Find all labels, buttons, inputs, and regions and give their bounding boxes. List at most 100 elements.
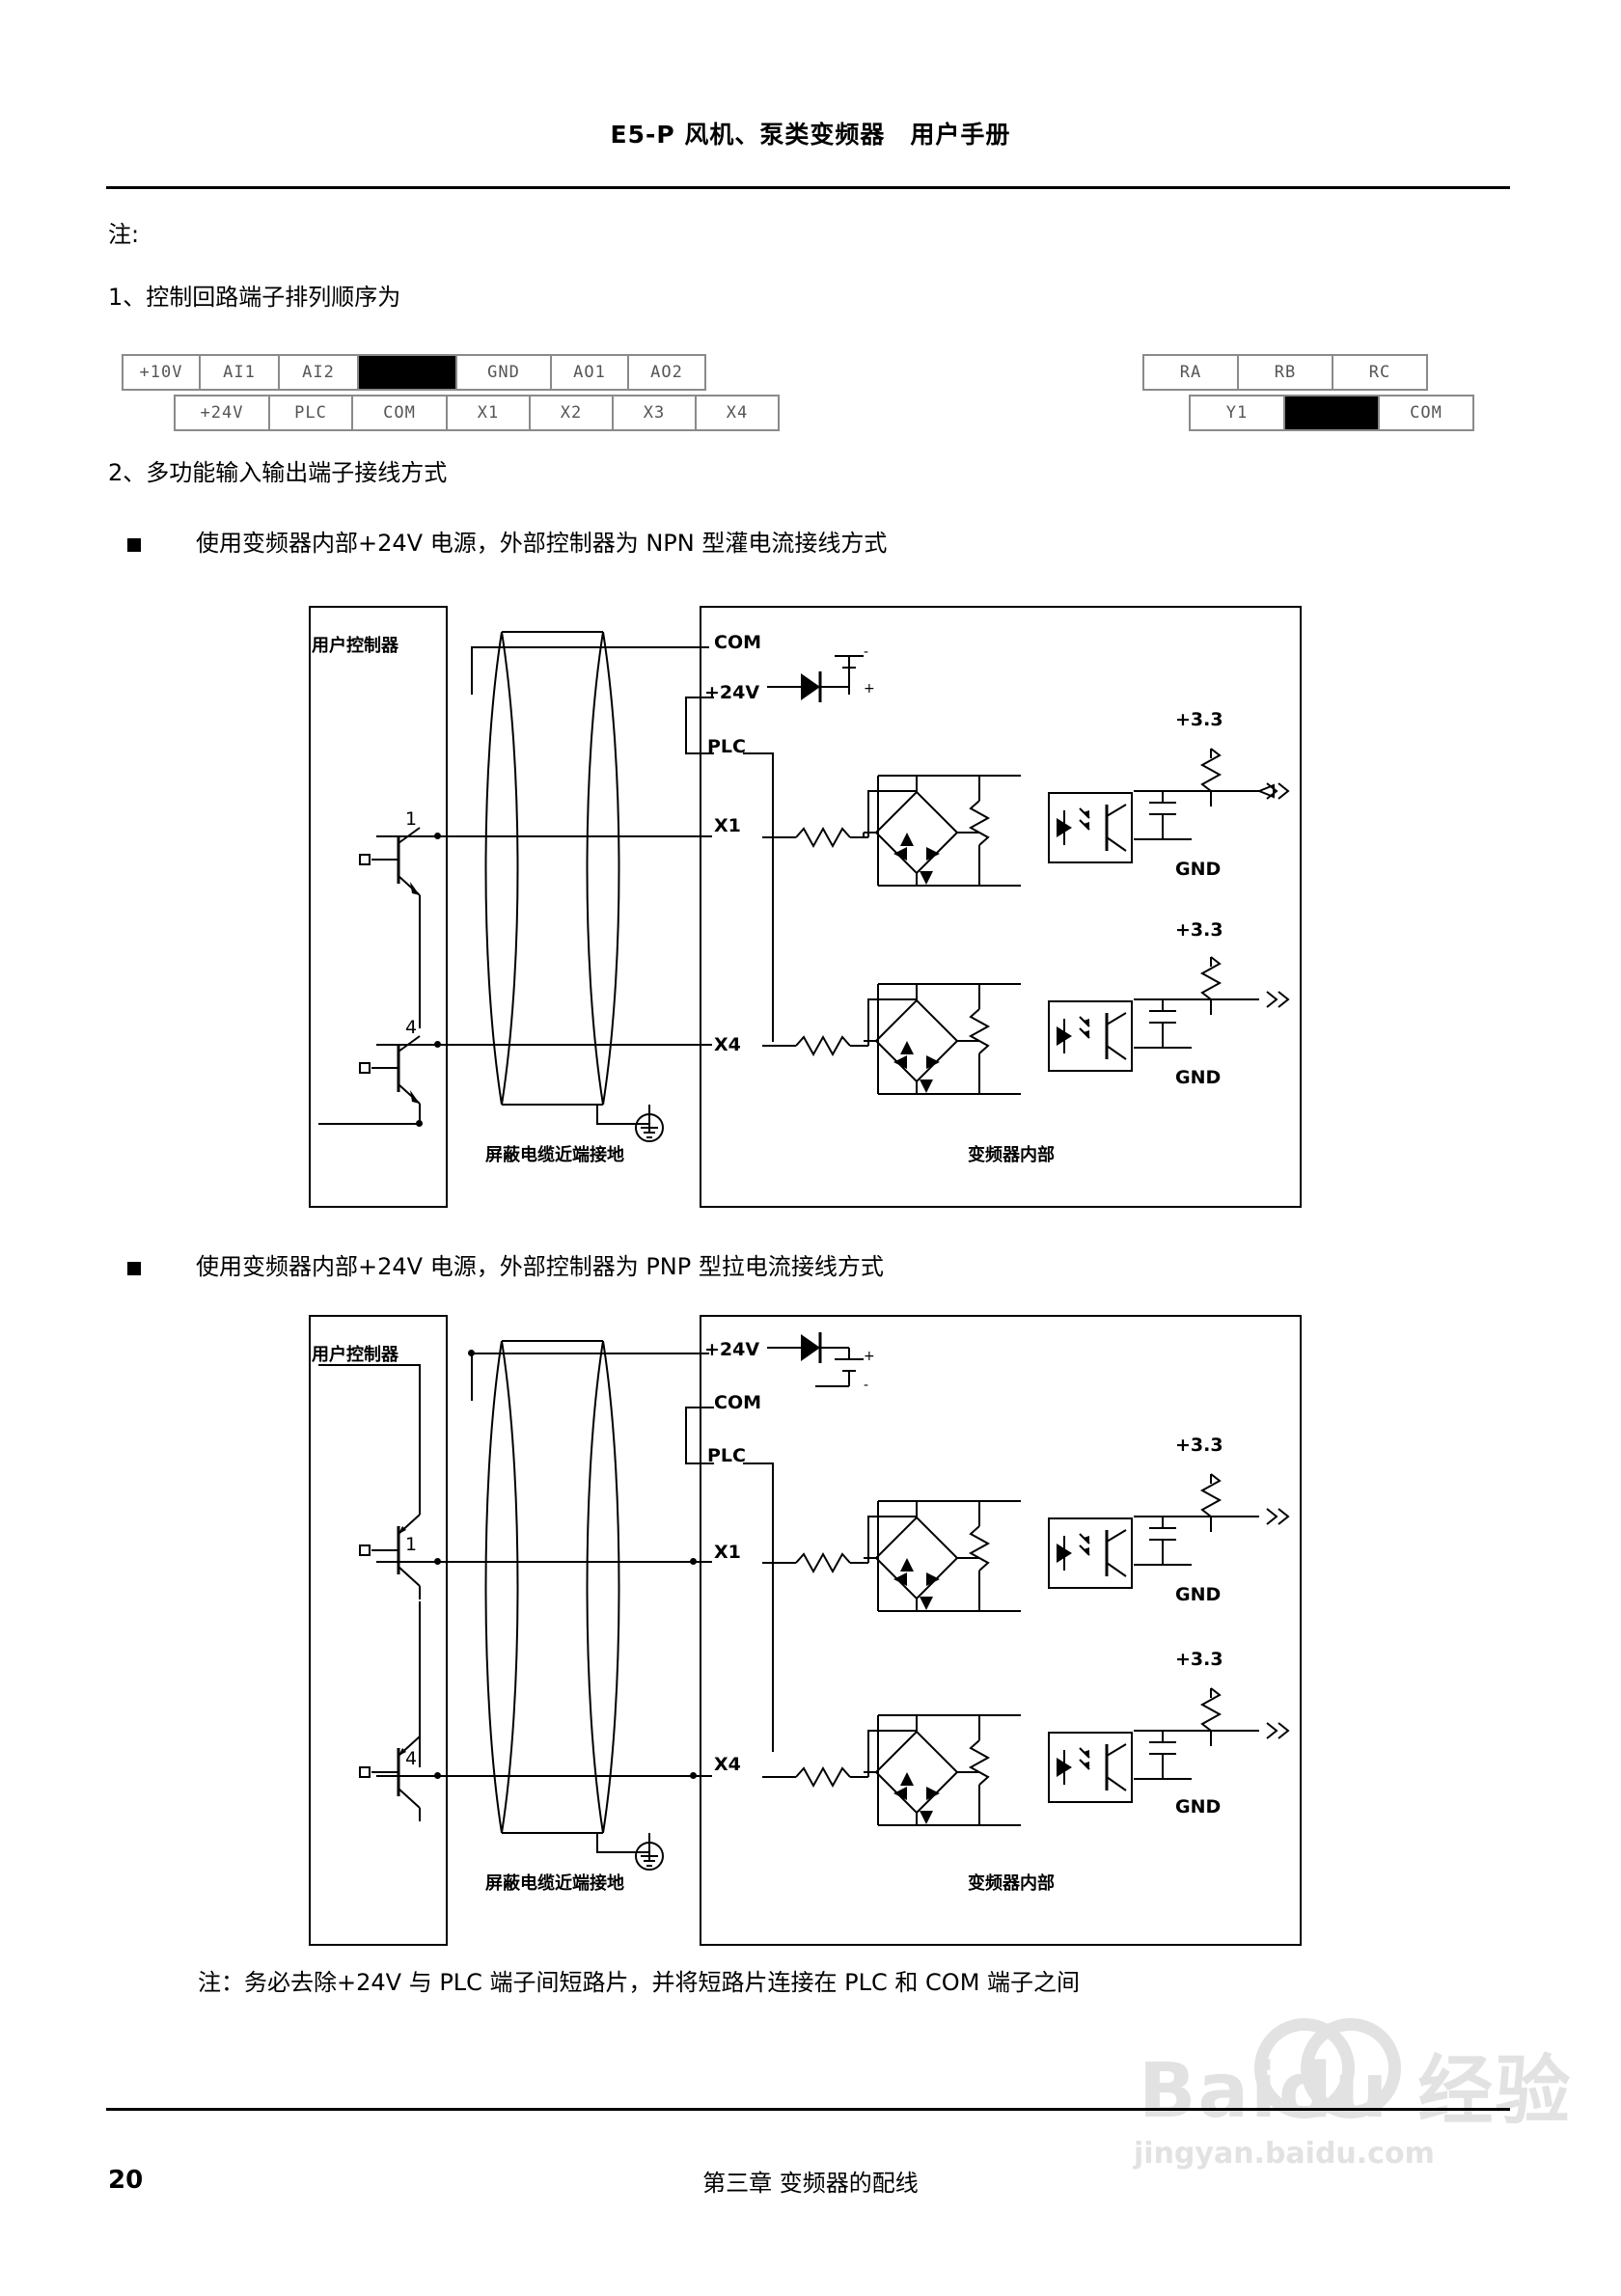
wire — [471, 646, 473, 695]
terminal-cell: COM — [353, 396, 448, 429]
user-controller-label: 用户控制器 — [312, 636, 398, 656]
shielded-cable-icon-2 — [484, 1340, 620, 1834]
shield-ground-note: 屏蔽电缆近端接地 — [485, 1145, 624, 1165]
rail-label-33v-1: +3.3 — [1175, 709, 1223, 730]
watermark-url: jingyan.baidu.com — [1134, 2137, 1435, 2171]
output-stage-x4 — [1134, 956, 1290, 1049]
terminal-cell: PLC — [270, 396, 353, 429]
input-circuit-x1-pnp — [762, 1500, 1021, 1612]
inverter-box — [700, 606, 1302, 1208]
watermark-ring-icon-2 — [1301, 2018, 1401, 2118]
terminal-label-x4-2: X4 — [714, 1754, 741, 1775]
input-circuit-x1 — [762, 775, 1021, 887]
terminal-label-x1: X1 — [714, 815, 741, 836]
junction-dot — [416, 1120, 423, 1127]
wire — [685, 697, 714, 698]
junction-dot — [434, 1558, 441, 1565]
output-stage-x1 — [1134, 748, 1290, 840]
wire — [685, 1407, 714, 1408]
wire — [376, 1775, 712, 1777]
wire — [685, 1462, 714, 1464]
terminal-cell: X2 — [531, 396, 614, 429]
gnd-label-2: GND — [1175, 1067, 1222, 1088]
pnp-transistor-1 — [359, 1505, 421, 1599]
terminal-label-com: COM — [714, 632, 762, 653]
bullet-text-1: 使用变频器内部+24V 电源，外部控制器为 NPN 型灌电流接线方式 — [196, 530, 888, 557]
rail-label-33v-2: +3.3 — [1175, 919, 1223, 941]
output-stage-x4-pnp — [1134, 1687, 1290, 1780]
input-circuit-x4 — [762, 983, 1021, 1095]
pnp-transistor-2 — [359, 1727, 421, 1821]
inverter-internal-note: 变频器内部 — [968, 1145, 1055, 1165]
wire — [596, 1851, 650, 1853]
user-controller-box-2 — [309, 1315, 448, 1946]
bullet-text-2: 使用变频器内部+24V 电源，外部控制器为 PNP 型拉电流接线方式 — [196, 1253, 884, 1280]
wire — [685, 1407, 687, 1462]
wire — [419, 915, 421, 1028]
internal-supply-symbol — [767, 655, 864, 702]
note-item-1: 1、控制回路端子排列顺序为 — [108, 284, 401, 311]
terminal-cell: AO2 — [650, 363, 683, 382]
terminal-cell: RB — [1239, 356, 1333, 389]
wire — [743, 752, 774, 754]
header-divider — [106, 186, 1510, 189]
terminal-cell: RC — [1368, 363, 1391, 382]
terminal-cell: RA — [1144, 356, 1239, 389]
wire — [471, 1353, 473, 1401]
shield-ground-note-2: 屏蔽电缆近端接地 — [485, 1873, 624, 1894]
wire — [596, 1833, 598, 1852]
wire — [419, 1601, 421, 1767]
wire-number-1: 1 — [405, 808, 418, 830]
terminal-cell-blank — [359, 356, 457, 389]
junction-dot — [434, 833, 441, 839]
terminal-cell: AI2 — [280, 356, 359, 389]
terminal-label-plc-2: PLC — [707, 1445, 746, 1466]
wire — [596, 1105, 598, 1124]
terminal-cell-blank — [1285, 396, 1380, 429]
wire — [772, 1462, 774, 1752]
optocoupler-x4 — [1048, 1000, 1133, 1072]
bullet-marker-icon — [127, 538, 141, 552]
earth-ground-icon-2 — [635, 1842, 664, 1871]
supply-sign-plus: + — [864, 681, 875, 697]
junction-dot — [690, 1558, 697, 1565]
wire — [318, 1123, 421, 1125]
page-number: 20 — [108, 2166, 144, 2195]
terminal-cell: X1 — [448, 396, 531, 429]
wire-number-1-2: 1 — [405, 1534, 418, 1555]
npn-transistor-2 — [359, 1035, 421, 1125]
footnote-text: 注：务必去除+24V 与 PLC 端子间短路片，并将短路片连接在 PLC 和 C… — [198, 1969, 1081, 1996]
wire — [685, 697, 687, 752]
supply-sign-minus-2: - — [864, 1378, 869, 1393]
terminal-label-com-2: COM — [714, 1392, 762, 1413]
optocoupler-x1 — [1048, 792, 1133, 863]
wire — [318, 1364, 421, 1366]
terminal-label-24v: +24V — [704, 682, 760, 703]
gnd-label-4: GND — [1175, 1796, 1222, 1818]
terminal-label-x4: X4 — [714, 1034, 741, 1055]
output-stage-x1-pnp — [1134, 1473, 1290, 1566]
footer-chapter: 第三章 变频器的配线 — [702, 2170, 919, 2197]
terminal-label-24v-2: +24V — [704, 1339, 760, 1360]
rail-label-33v-4: +3.3 — [1175, 1649, 1223, 1670]
rail-label-33v-3: +3.3 — [1175, 1435, 1223, 1456]
wire — [376, 1044, 712, 1046]
junction-dot — [434, 1041, 441, 1048]
footer-divider — [106, 2108, 1510, 2111]
wire — [743, 1462, 774, 1464]
wire — [685, 752, 714, 754]
user-controller-label-2: 用户控制器 — [312, 1345, 398, 1365]
supply-sign-plus-2: + — [864, 1349, 875, 1364]
junction-dot — [468, 1350, 475, 1356]
user-controller-box — [309, 606, 448, 1208]
wire — [596, 1123, 650, 1125]
inverter-box-2 — [700, 1315, 1302, 1946]
note-label: 注: — [108, 221, 140, 248]
supply-sign-minus: - — [864, 644, 869, 660]
terminal-cell: AO1 — [552, 356, 629, 389]
terminal-cell: X3 — [614, 396, 697, 429]
junction-dot — [434, 1772, 441, 1779]
shielded-cable-icon — [484, 631, 620, 1106]
terminal-cell: +24V — [176, 396, 270, 429]
